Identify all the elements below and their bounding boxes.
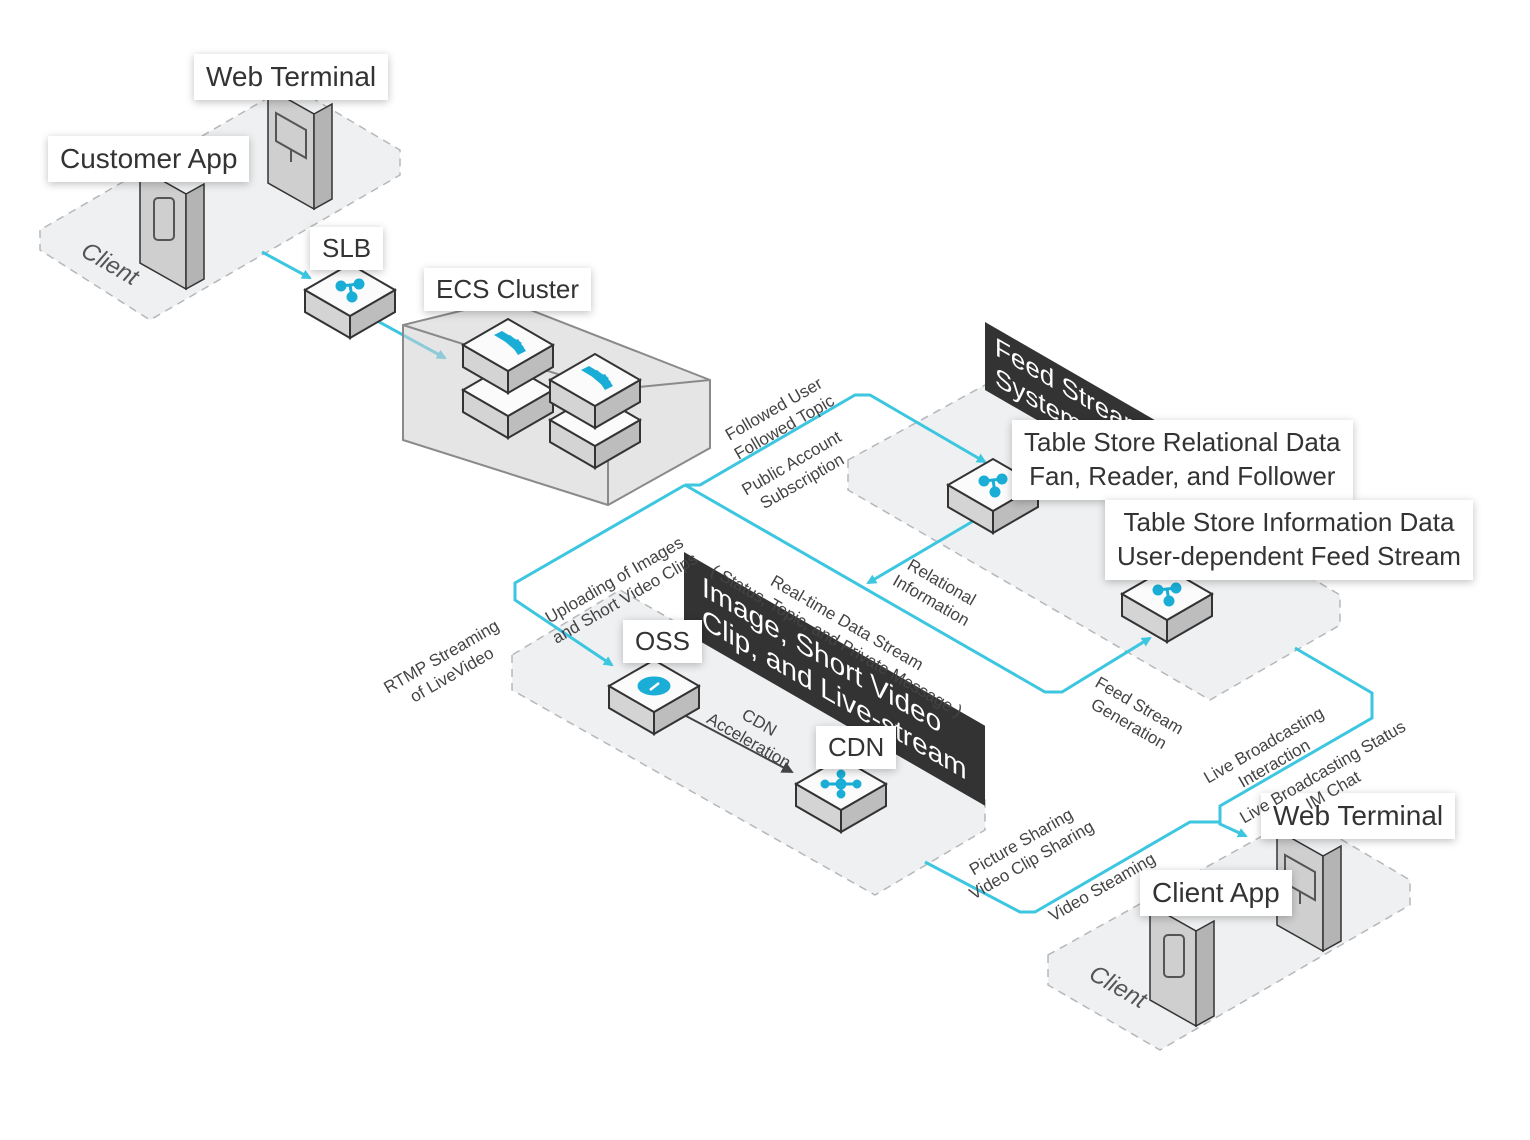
table-store-icon xyxy=(1152,582,1182,607)
table-store-icon xyxy=(978,473,1008,498)
monitor-icon xyxy=(275,111,307,162)
oss-box[interactable] xyxy=(607,658,701,736)
flow-live xyxy=(1218,646,1374,838)
slb-box[interactable] xyxy=(303,262,397,340)
flow-ecs-to-oss xyxy=(513,483,686,667)
device-web-terminal-top[interactable] xyxy=(267,86,333,211)
server-icon xyxy=(581,366,613,390)
device-client-app[interactable] xyxy=(1149,903,1215,1028)
phone-icon xyxy=(1163,934,1185,978)
label-web-terminal-bottom[interactable]: Web Terminal xyxy=(1261,793,1456,839)
label-web-terminal-top[interactable]: Web Terminal xyxy=(194,54,389,100)
phone-icon xyxy=(153,197,175,241)
label-oss[interactable]: OSS xyxy=(623,620,702,664)
ecs-server-2[interactable] xyxy=(548,352,642,430)
cdn-box[interactable] xyxy=(794,756,888,834)
flow-relational-info xyxy=(866,518,976,585)
table-store-information-box[interactable] xyxy=(1120,566,1214,644)
flow-realtime xyxy=(684,483,1152,694)
flow-sharing xyxy=(924,820,1220,914)
label-ecs-cluster[interactable]: ECS Cluster xyxy=(424,268,592,312)
device-customer-app[interactable] xyxy=(139,166,205,291)
load-balancer-icon xyxy=(335,278,365,303)
label-customer-app[interactable]: Customer App xyxy=(48,136,250,182)
flow-ecs-to-relational xyxy=(685,393,987,487)
server-icon xyxy=(494,331,526,355)
flow-cdn-acceleration xyxy=(685,715,794,773)
zone-client-bottom xyxy=(1047,814,1411,1051)
device-web-terminal-bottom[interactable] xyxy=(1276,828,1342,953)
cdn-icon xyxy=(820,769,862,799)
oss-icon xyxy=(637,676,671,696)
label-table-store-relational[interactable]: Table Store Relational Data Fan, Reader,… xyxy=(1012,420,1353,500)
label-table-store-information[interactable]: Table Store Information Data User-depend… xyxy=(1105,500,1473,580)
ecs-server-1[interactable] xyxy=(461,317,555,395)
zone-media xyxy=(511,589,986,896)
flow-lines xyxy=(261,250,1374,914)
label-cdn[interactable]: CDN xyxy=(816,726,897,770)
label-slb[interactable]: SLB xyxy=(310,227,384,271)
flow-client-to-slb xyxy=(261,250,312,280)
label-client-app[interactable]: Client App xyxy=(1140,870,1292,916)
